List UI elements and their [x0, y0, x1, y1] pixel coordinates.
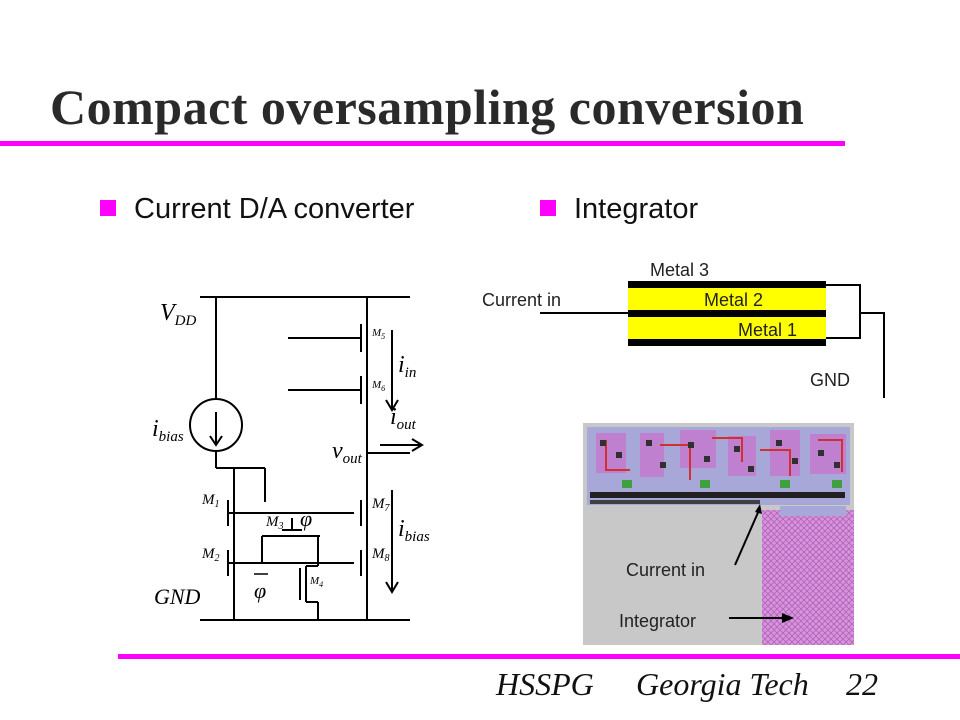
iin-label: iin: [398, 352, 416, 381]
metal-1-bar: [628, 339, 826, 346]
phi-bar-label: φ: [254, 578, 266, 603]
m8-label: M8: [371, 546, 390, 564]
vdd-label: VDD: [160, 300, 197, 329]
chip-layout-image: [583, 423, 854, 645]
layout-current-in-label: Current in: [626, 560, 705, 580]
ibias-left-label: ibias: [152, 416, 184, 445]
bullet-dac-label: Current D/A converter: [134, 193, 415, 225]
vout-label: vout: [332, 438, 363, 467]
phi-label: φ: [300, 506, 312, 531]
m1-label: M1: [201, 492, 220, 510]
title-underline: [0, 141, 845, 146]
gnd-wire: [860, 312, 885, 398]
metal-1-layer: [628, 317, 826, 339]
metal-2-layer: [628, 288, 826, 310]
bullet-integrator-label: Integrator: [574, 193, 699, 225]
metal-2-bar: [628, 310, 826, 317]
slide-title: Compact oversampling conversion: [50, 79, 805, 135]
footer-rule: [118, 654, 960, 659]
gnd-circuit-label: GND: [154, 584, 201, 609]
current-in-pointer: [734, 507, 761, 566]
metal-stack-diagram: [540, 281, 885, 398]
footer-school: Georgia Tech: [636, 666, 809, 702]
m3-label: M3: [265, 514, 284, 532]
metal-bridge-wire: [826, 284, 861, 339]
bullet-integrator: Integrator: [540, 193, 698, 226]
metal-3-layer: [628, 281, 826, 288]
footer-org: HSSPG: [496, 666, 594, 702]
metal-3-label: Metal 3: [650, 260, 709, 280]
current-in-label: Current in: [482, 290, 561, 310]
integrator-region: [762, 510, 854, 645]
m4-label: M4: [309, 575, 323, 589]
metal-1-label: Metal 1: [738, 320, 797, 340]
gnd-stack-label: GND: [810, 370, 850, 390]
m6-label: M6: [371, 379, 385, 393]
dac-circuit-schematic: [189, 296, 424, 621]
bullet-square-icon: [540, 200, 556, 216]
bullet-square-icon: [100, 200, 116, 216]
footer-page-number: 22: [846, 666, 878, 702]
layout-integrator-label: Integrator: [619, 611, 696, 631]
m5-label: M5: [371, 327, 385, 341]
m2-label: M2: [201, 546, 220, 564]
bullet-dac: Current D/A converter: [100, 193, 414, 226]
iout-label: iout: [390, 404, 417, 433]
metal-2-label: Metal 2: [704, 290, 763, 310]
ibias-right-label: ibias: [398, 516, 430, 545]
current-source-arrow-head: [209, 435, 223, 447]
m7-label: M7: [371, 496, 391, 514]
